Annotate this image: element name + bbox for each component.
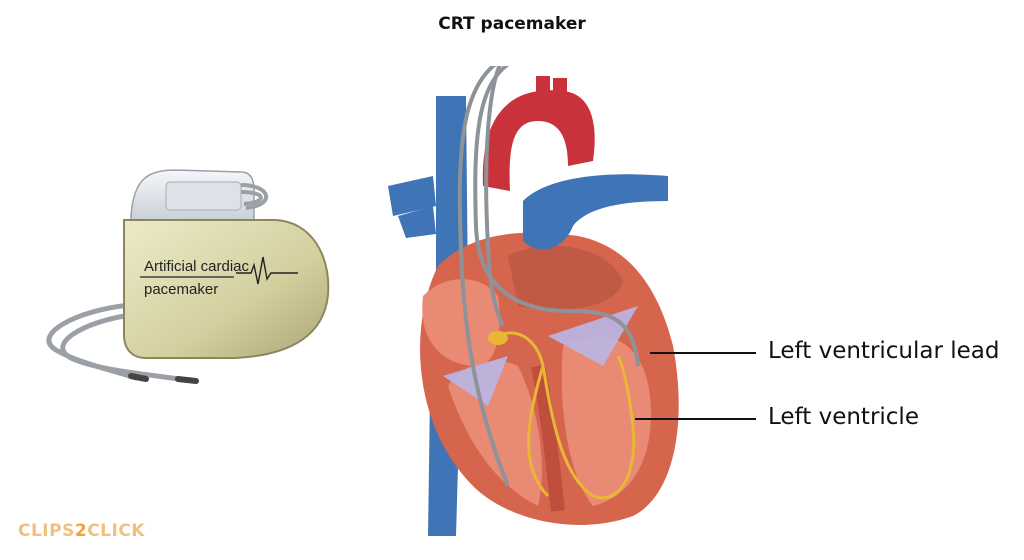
callout-left-ventricular-lead: Left ventricular lead <box>768 338 1000 364</box>
logo-part1: CLIPS <box>18 521 75 541</box>
diagram-title: CRT pacemaker <box>438 14 586 34</box>
pacemaker-device-illustration: Artificial cardiac pacemaker <box>46 169 330 384</box>
pacemaker-header <box>130 169 269 223</box>
pacing-leads <box>457 66 640 487</box>
callout-left-ventricle: Left ventricle <box>768 404 919 430</box>
conduction-system <box>497 331 636 500</box>
left-atrium <box>508 245 623 310</box>
pacemaker-label-line1: Artificial cardiac <box>144 258 250 275</box>
clips2click-logo: CLIPS2CLICK <box>18 521 145 541</box>
callout-line-left-ventricle <box>635 418 756 420</box>
right-ventricle <box>448 361 542 506</box>
aorta <box>482 90 595 191</box>
heart-anatomy-illustration <box>388 66 679 536</box>
ecg-trace-icon <box>236 256 298 285</box>
pacemaker-label-line2: pacemaker <box>144 281 218 298</box>
pacemaker-lead-wires <box>46 302 189 383</box>
logo-part3: CLICK <box>87 521 145 541</box>
callout-line-left-ventricular-lead <box>650 352 756 354</box>
pulmonary-artery <box>523 174 668 250</box>
left-ventricle-chamber <box>561 336 651 506</box>
logo-part2: 2 <box>74 521 88 541</box>
av-node <box>488 331 508 345</box>
pacemaker-body <box>123 219 330 359</box>
lead-tip-connectors <box>128 373 199 384</box>
right-atrium <box>422 279 500 366</box>
